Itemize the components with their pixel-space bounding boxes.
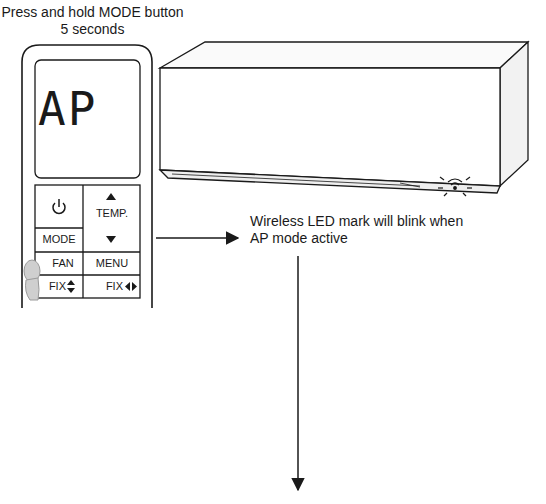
flow-arrow (297, 256, 299, 490)
finger-press (24, 260, 40, 300)
pointer-arrow (156, 237, 238, 239)
button-label: MODE (35, 233, 83, 246)
display-readout: AP (38, 86, 138, 132)
button-label: TEMP. (84, 207, 140, 220)
button-label: FAN (43, 257, 83, 270)
wireless-led-symbol (438, 177, 472, 196)
updown-arrow-symbol (67, 280, 75, 293)
indoor-unit (160, 42, 528, 193)
remote-control (22, 45, 152, 308)
up-arrow-symbol (106, 193, 116, 200)
power-symbol (53, 199, 65, 213)
note-text: Wireless LED mark will blink when AP mod… (250, 213, 465, 247)
down-arrow-symbol (106, 236, 116, 243)
button-label: MENU (84, 257, 140, 270)
instruction-text: Press and hold MODE button 5 seconds (0, 4, 185, 38)
leftright-arrow-symbol (125, 282, 137, 291)
button-label: FIX (44, 280, 66, 293)
button-label: FIX (86, 280, 123, 293)
